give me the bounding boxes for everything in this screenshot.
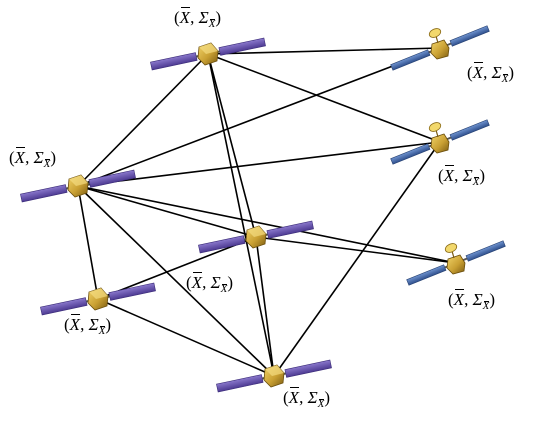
label-open: (: [174, 8, 180, 27]
node-label-n4: (X, ΣX): [9, 147, 57, 170]
node-label-n1: (X, ΣX): [174, 7, 222, 30]
node-label-n8: (X, ΣX): [283, 387, 331, 410]
satellite-n4-icon: [20, 169, 136, 203]
edge-n1-n4: [77, 53, 209, 187]
label-close: ): [105, 315, 112, 334]
satellite-n5-icon: [198, 220, 314, 254]
label-sep: ,: [190, 8, 199, 27]
satellite-n3-icon: [390, 119, 490, 165]
label-var: X: [443, 165, 455, 185]
edge-n1-n8: [207, 53, 275, 377]
edge-n4-n8: [77, 185, 275, 377]
label-close: ): [324, 388, 331, 407]
label-open: (: [186, 273, 192, 292]
edge-n5-n7: [97, 236, 257, 300]
label-sigma: Σ: [307, 388, 318, 407]
label-var: X: [288, 387, 300, 407]
label-sub: X: [472, 176, 480, 188]
edge-n5-n6: [255, 236, 457, 264]
label-sigma: Σ: [198, 8, 209, 27]
label-var: X: [191, 272, 203, 292]
satellite-n2-icon: [390, 25, 490, 71]
node-label-n7: (X, ΣX): [64, 314, 112, 337]
edge-n3-n8: [273, 141, 441, 377]
label-sigma: Σ: [88, 315, 99, 334]
label-close: ): [50, 148, 57, 167]
label-close: ): [479, 166, 486, 185]
edge-n5-n8: [255, 236, 275, 377]
label-sigma: Σ: [462, 166, 473, 185]
satellite-n8-icon: [216, 359, 332, 393]
label-sub: X: [208, 18, 216, 30]
label-close: ): [508, 63, 515, 82]
edge-n3-n4: [77, 141, 441, 187]
label-sep: ,: [299, 388, 308, 407]
label-sep: ,: [25, 148, 34, 167]
satellite-n6-icon: [406, 240, 506, 286]
label-open: (: [64, 315, 70, 334]
label-close: ): [489, 290, 496, 309]
node-label-n5: (X, ΣX): [186, 272, 234, 295]
label-open: (: [283, 388, 289, 407]
label-sub: X: [43, 158, 51, 170]
label-close: ): [227, 273, 234, 292]
node-label-n2: (X, ΣX): [467, 62, 515, 85]
label-sep: ,: [80, 315, 89, 334]
edge-n1-n2: [207, 47, 441, 55]
label-open: (: [467, 63, 473, 82]
edge-n7-n8: [97, 298, 275, 377]
edge-n4-n6: [77, 185, 457, 264]
label-sep: ,: [454, 166, 463, 185]
label-open: (: [9, 148, 15, 167]
edge-n1-n3: [207, 53, 441, 143]
label-var: X: [472, 62, 484, 82]
label-var: X: [179, 7, 191, 27]
label-sub: X: [482, 300, 490, 312]
label-sep: ,: [464, 290, 473, 309]
satellite-n7-icon: [40, 282, 156, 316]
label-sigma: Σ: [210, 273, 221, 292]
label-sub: X: [220, 283, 228, 295]
label-open: (: [448, 290, 454, 309]
label-sigma: Σ: [472, 290, 483, 309]
edge-n1-n5: [207, 53, 257, 238]
node-label-n3: (X, ΣX): [438, 165, 486, 188]
edge-n4-n7: [77, 185, 99, 300]
label-sub: X: [501, 73, 509, 85]
edge-n2-n4: [77, 47, 441, 187]
label-sigma: Σ: [491, 63, 502, 82]
satellite-n1-icon: [150, 37, 266, 71]
label-sep: ,: [202, 273, 211, 292]
label-var: X: [14, 147, 26, 167]
label-var: X: [69, 314, 81, 334]
label-sigma: Σ: [33, 148, 44, 167]
label-close: ): [215, 8, 222, 27]
label-var: X: [453, 289, 465, 309]
edge-n4-n5: [77, 185, 257, 238]
label-open: (: [438, 166, 444, 185]
label-sub: X: [98, 325, 106, 337]
label-sub: X: [317, 398, 325, 410]
label-sep: ,: [483, 63, 492, 82]
node-label-n6: (X, ΣX): [448, 289, 496, 312]
